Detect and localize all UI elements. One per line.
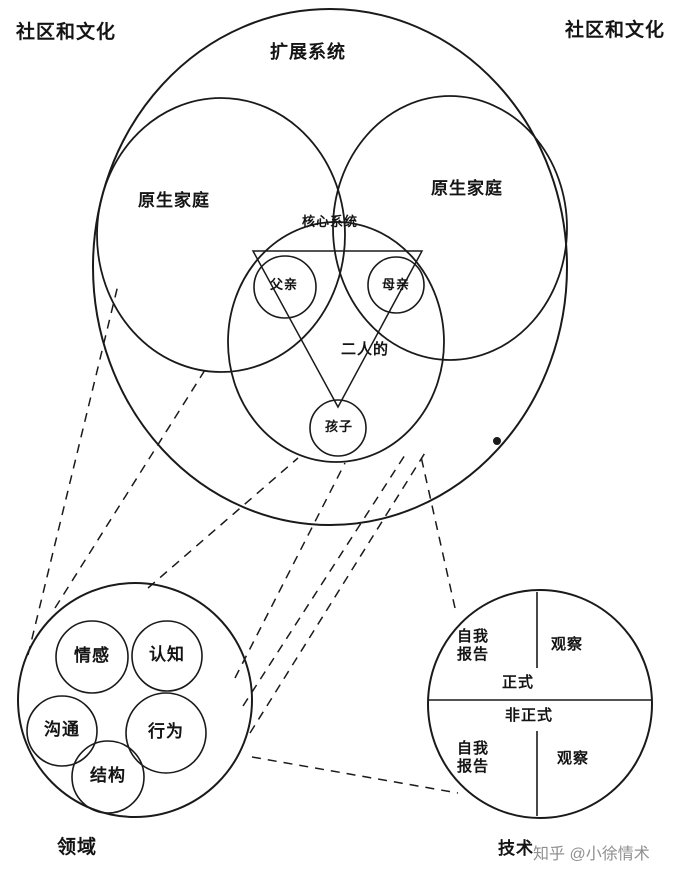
- structure-label: 结构: [90, 766, 126, 785]
- dashed-connector-5: [242, 454, 406, 707]
- community-culture-label-right: 社区和文化: [565, 20, 666, 41]
- behavior-circle: [125, 692, 207, 774]
- observation-top-label: 观察: [551, 636, 584, 653]
- structure-circle: [71, 740, 145, 814]
- dashed-connector-4: [234, 462, 346, 679]
- origin-family-left-label: 原生家庭: [138, 191, 210, 210]
- dashed-connector-7: [251, 756, 459, 794]
- dashed-connector-3: [147, 457, 299, 589]
- formal-label: 正式: [502, 674, 535, 691]
- dyad-triangle: [251, 250, 424, 409]
- mother-circle: [367, 256, 425, 314]
- dashed-connector-1: [27, 284, 119, 656]
- informal-label: 非正式: [505, 707, 554, 724]
- techniques-circle: [427, 589, 653, 819]
- father-label: 父亲: [270, 277, 299, 292]
- core-system-circle: [227, 221, 445, 463]
- origin-family-left-circle: [96, 97, 346, 373]
- communication-label: 沟通: [44, 720, 80, 739]
- cognition-circle: [131, 620, 203, 692]
- cognition-label: 认知: [149, 645, 185, 664]
- zhihu-watermark: 知乎 @小徐情术: [533, 846, 650, 863]
- community-culture-label-left: 社区和文化: [16, 22, 117, 43]
- emotion-label: 情感: [74, 646, 110, 665]
- behavior-label: 行为: [148, 722, 184, 741]
- communication-circle: [26, 695, 98, 767]
- domains-circle: [17, 582, 253, 818]
- observation-bottom-label: 观察: [557, 750, 590, 767]
- extended-system-circle: [92, 8, 568, 526]
- core-system-label: 核心系统: [302, 214, 359, 229]
- mother-label: 母亲: [382, 277, 411, 292]
- self-report-top-label: 自我 报告: [457, 628, 490, 663]
- techniques-caption: 技术: [498, 839, 534, 858]
- extended-system-label: 扩展系统: [270, 42, 346, 62]
- child-label: 孩子: [325, 419, 354, 434]
- emotion-circle: [55, 620, 129, 694]
- self-report-bottom-label: 自我 报告: [457, 740, 490, 775]
- dashed-connector-6: [249, 447, 429, 734]
- child-circle: [309, 399, 367, 457]
- domains-caption: 领域: [57, 837, 98, 858]
- origin-family-right-label: 原生家庭: [431, 179, 503, 198]
- bullet-dot: [493, 437, 501, 445]
- origin-family-right-circle: [332, 95, 568, 361]
- father-circle: [253, 255, 317, 319]
- dyad-label: 二人的: [341, 341, 390, 358]
- dashed-connector-8: [419, 451, 456, 609]
